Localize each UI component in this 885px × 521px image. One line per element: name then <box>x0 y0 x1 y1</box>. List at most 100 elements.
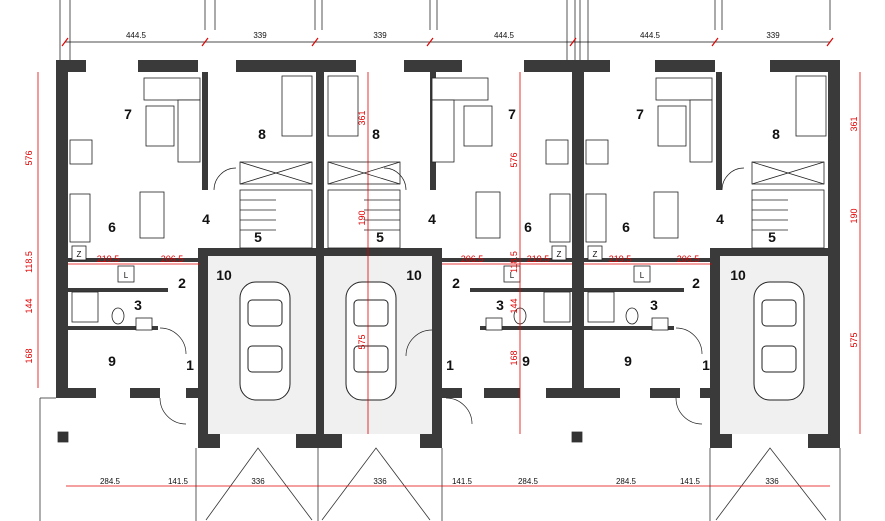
top-dim-4: 444.5 <box>494 31 515 40</box>
inner-dim-u2-b: 219.5 <box>527 254 550 264</box>
inner-dim-u2-576: 576 <box>509 152 519 167</box>
toilet-icon <box>625 307 639 325</box>
coffee-table <box>463 105 493 147</box>
room-number: 8 <box>772 126 780 142</box>
car-rear-window <box>353 345 389 373</box>
bottom-dim-8: 141.5 <box>680 477 701 486</box>
bathroom-fixtures <box>71 291 669 331</box>
left-dim-144: 144 <box>24 298 34 313</box>
stove <box>585 139 609 165</box>
driveways <box>39 397 841 521</box>
sofa <box>143 77 201 101</box>
car-rear-window <box>247 345 283 373</box>
coffee-table <box>145 105 175 147</box>
right-dimension-line: 361 190 575 <box>849 72 861 434</box>
unit-3-room-numbers: 7 8 6 4 5 2 3 9 1 10 <box>622 106 780 373</box>
kitchen-counter <box>585 193 607 243</box>
boiler-label: Z <box>593 250 598 259</box>
room-number: 7 <box>508 106 516 122</box>
room-number: 4 <box>202 211 210 227</box>
room-number: 1 <box>446 357 454 373</box>
door-swings <box>159 167 745 425</box>
sofa <box>177 99 201 163</box>
inner-dim-u2-118: 118.5 <box>509 251 519 273</box>
room-number: 10 <box>406 267 422 283</box>
room-number: 6 <box>622 219 630 235</box>
stove <box>545 139 569 165</box>
room-number: 3 <box>650 297 658 313</box>
kitchen-counter <box>549 193 571 243</box>
right-dim-575: 575 <box>849 332 859 347</box>
laundry-label: L <box>510 271 515 280</box>
dining-table <box>139 191 165 239</box>
room-number: 9 <box>624 353 632 369</box>
inner-dim-u2-361: 361 <box>357 110 367 125</box>
room-number: 8 <box>258 126 266 142</box>
inner-dim-u3-b: 206.5 <box>677 254 700 264</box>
bottom-dim-9: 336 <box>765 477 779 486</box>
car-icon <box>753 281 805 401</box>
shower-icon <box>587 291 615 323</box>
inner-dim-u2-190: 190 <box>357 210 367 225</box>
room-number: 10 <box>216 267 232 283</box>
inner-dim-u3-a: 219.5 <box>609 254 632 264</box>
cars <box>239 281 805 401</box>
bottom-dimension-line: 284.5 141.5 336 336 141.5 284.5 284.5 14… <box>66 477 830 487</box>
car-windshield <box>353 299 389 327</box>
room-number: 5 <box>254 229 262 245</box>
room-number: 4 <box>428 211 436 227</box>
room-number: 9 <box>522 353 530 369</box>
bed <box>795 75 827 137</box>
bottom-dim-4: 336 <box>373 477 387 486</box>
room-number: 3 <box>134 297 142 313</box>
top-dim-5: 444.5 <box>640 31 661 40</box>
right-dim-190: 190 <box>849 208 859 223</box>
furniture <box>69 75 827 243</box>
sofa <box>689 99 713 163</box>
laundry-label: L <box>124 271 129 280</box>
room-number: 3 <box>496 297 504 313</box>
utility-boxes: L Z L Z L Z <box>71 245 651 283</box>
inner-dimension-lines: 219.5 206.5 206.5 219.5 219.5 206.5 361 … <box>68 72 712 434</box>
car-windshield <box>761 299 797 327</box>
stove <box>69 139 93 165</box>
top-dim-1: 444.5 <box>126 31 147 40</box>
right-dim-361: 361 <box>849 116 859 131</box>
car-windshield <box>247 299 283 327</box>
sink-icon <box>651 317 669 331</box>
sofa <box>431 77 489 101</box>
bed <box>281 75 313 137</box>
dining-table <box>475 191 501 239</box>
sofa <box>655 77 713 101</box>
bottom-dim-7: 284.5 <box>616 477 637 486</box>
room-number: 2 <box>692 275 700 291</box>
inner-dim-u2-575: 575 <box>357 334 367 349</box>
left-dimension-line: 576 118.5 144 168 <box>24 72 39 388</box>
inner-dim-u1-b: 206.5 <box>161 254 184 264</box>
top-dimension-line: 444.5 339 339 444.5 444.5 339 <box>61 31 834 47</box>
kitchen-counter <box>69 193 91 243</box>
room-number: 6 <box>108 219 116 235</box>
left-dim-576: 576 <box>24 150 34 165</box>
sink-icon <box>135 317 153 331</box>
shower-icon <box>543 291 571 323</box>
toilet-icon <box>111 307 125 325</box>
unit-1-room-numbers: 7 8 6 4 5 2 3 9 1 10 <box>108 106 266 373</box>
sofa <box>431 99 455 163</box>
bottom-dim-2: 141.5 <box>168 477 189 486</box>
top-dim-3: 339 <box>373 31 387 40</box>
inner-dim-u2-144: 144 <box>509 298 519 313</box>
bed <box>327 75 359 137</box>
car-icon <box>345 281 397 401</box>
exterior-walls <box>56 60 840 448</box>
left-dim-168: 168 <box>24 348 34 363</box>
room-number: 1 <box>702 357 710 373</box>
room-number: 1 <box>186 357 194 373</box>
shower-icon <box>71 291 99 323</box>
sink-icon <box>485 317 503 331</box>
room-number: 2 <box>452 275 460 291</box>
inner-dim-u2-a: 206.5 <box>461 254 484 264</box>
room-number: 4 <box>716 211 724 227</box>
unit-2-room-numbers: 8 7 4 6 5 2 3 9 1 10 <box>372 106 532 373</box>
